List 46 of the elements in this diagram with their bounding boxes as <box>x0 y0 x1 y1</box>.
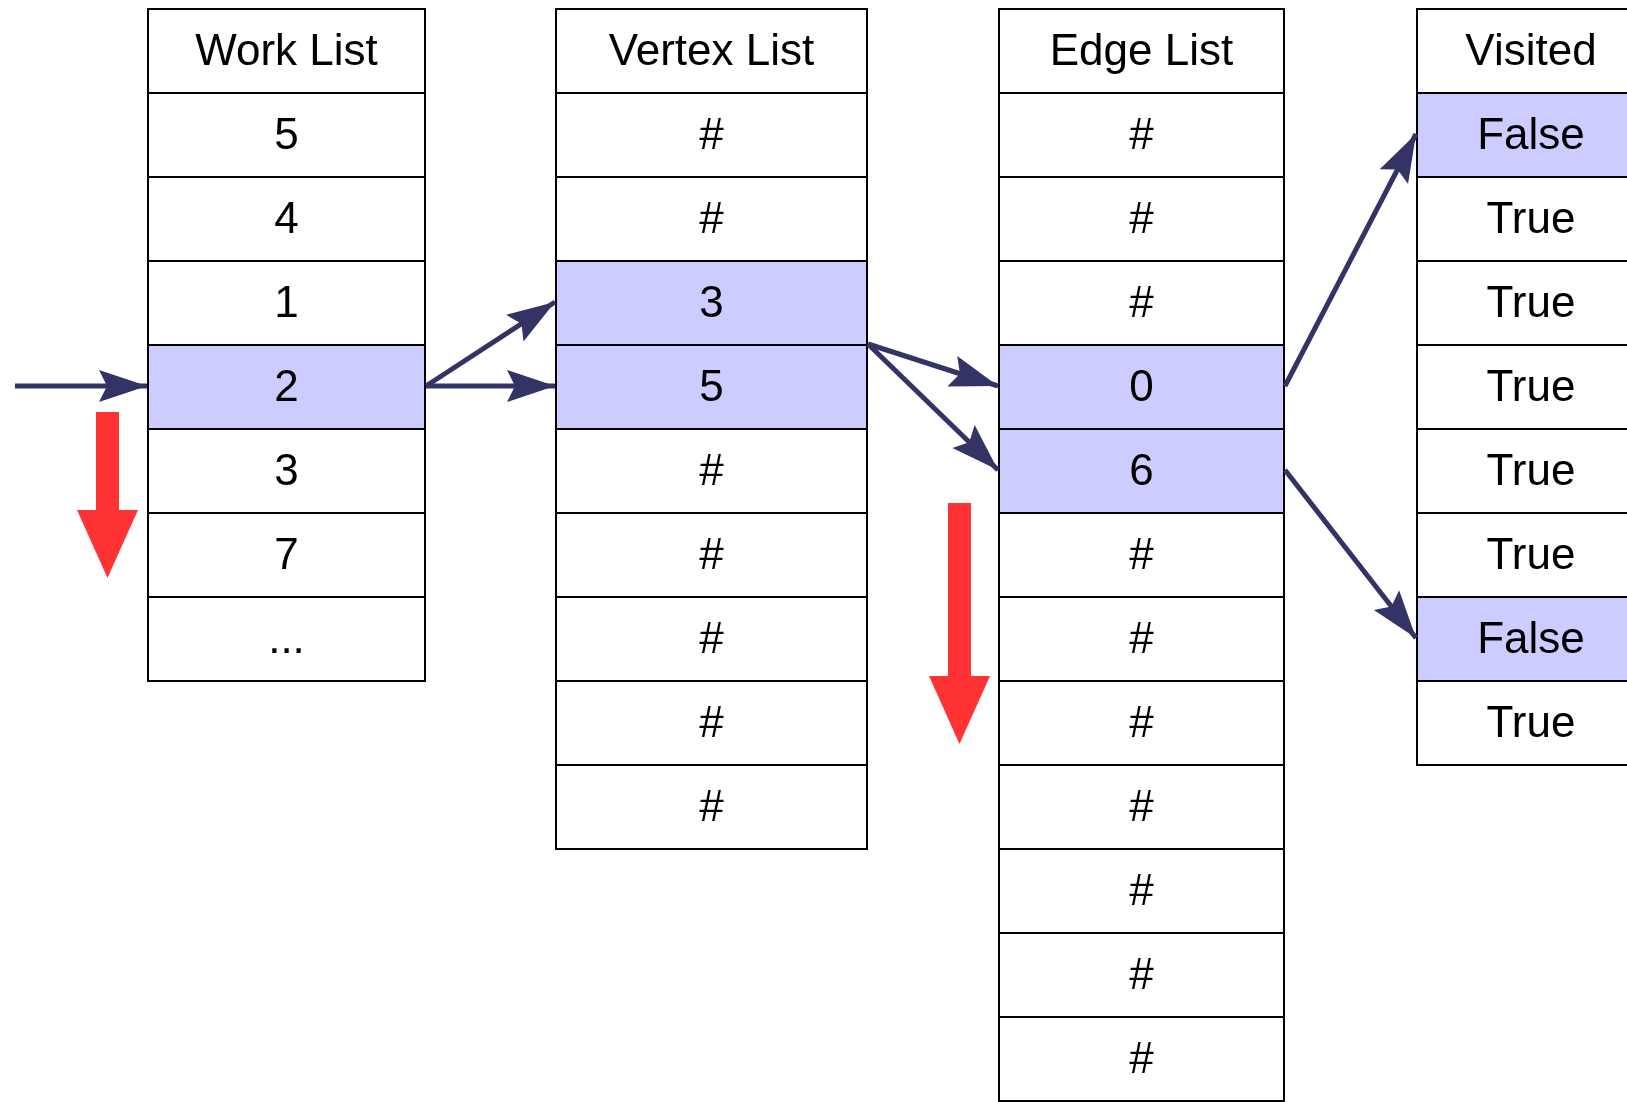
table-cell: # <box>1000 848 1283 932</box>
list-table <box>147 8 426 682</box>
table-cell: True <box>1418 680 1627 764</box>
table-cell: # <box>1000 596 1283 680</box>
table-cell: # <box>1000 1016 1283 1100</box>
list-table <box>555 8 868 850</box>
table-cell: 0 <box>1000 344 1283 428</box>
arrow <box>1282 132 1419 388</box>
table-cell: # <box>557 680 866 764</box>
table-cell: False <box>1418 596 1627 680</box>
table-cell: # <box>557 764 866 848</box>
table-cell: # <box>557 512 866 596</box>
table-cell: 3 <box>557 260 866 344</box>
list-table <box>1416 8 1627 766</box>
table-cell: False <box>1418 92 1627 176</box>
table-cell: # <box>1000 764 1283 848</box>
table-cell: # <box>557 92 866 176</box>
table-cell: 5 <box>149 92 424 176</box>
arrow <box>426 370 555 402</box>
arrow <box>867 341 999 389</box>
table-header: Work List <box>194 24 379 76</box>
table-cell: True <box>1418 260 1627 344</box>
table-cell: # <box>1000 680 1283 764</box>
table-cell: ... <box>149 596 424 680</box>
table-cell: True <box>1418 176 1627 260</box>
table-cell: 6 <box>1000 428 1283 512</box>
table-cell: # <box>1000 176 1283 260</box>
table-header: Edge List <box>1048 24 1235 76</box>
table-cell: # <box>1000 92 1283 176</box>
table-header: Visited <box>1464 24 1598 76</box>
arrow <box>15 370 147 402</box>
table-cell: # <box>1000 512 1283 596</box>
table-cell: True <box>1418 428 1627 512</box>
table-cell: 3 <box>149 428 424 512</box>
arrow <box>866 342 1000 472</box>
table-cell: 7 <box>149 512 424 596</box>
list-table <box>998 8 1285 1102</box>
table-cell: 4 <box>149 176 424 260</box>
table-header: Vertex List <box>607 24 816 76</box>
table-cell: 2 <box>149 344 424 428</box>
table-cell: # <box>557 428 866 512</box>
table-cell: # <box>557 596 866 680</box>
table-cell: # <box>1000 932 1283 1016</box>
table-cell: True <box>1418 344 1627 428</box>
arrow <box>1283 468 1418 640</box>
table-cell: 5 <box>557 344 866 428</box>
